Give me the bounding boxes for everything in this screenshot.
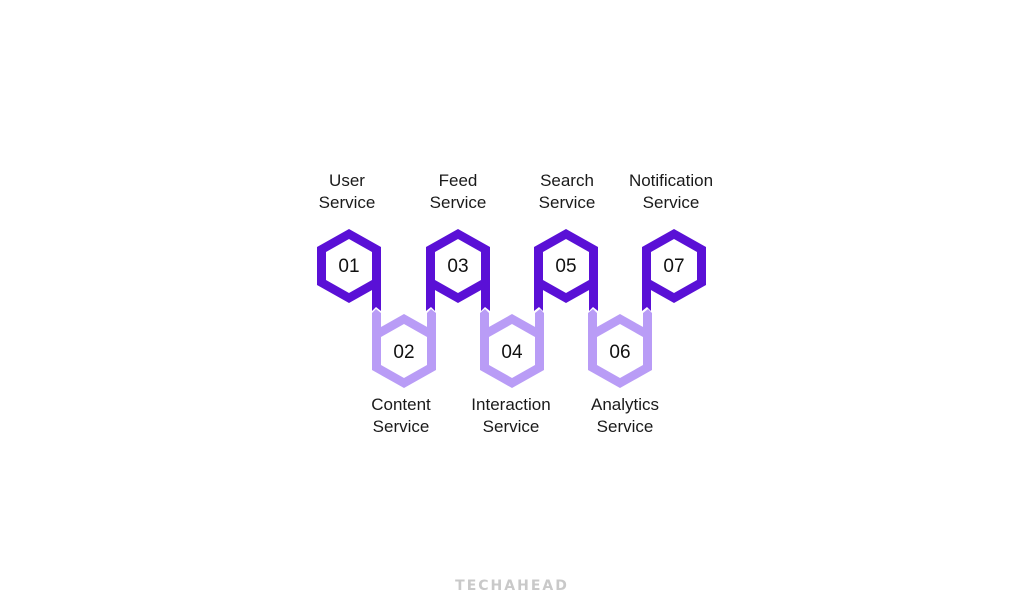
label-line1: User [329,171,365,190]
number-05: 05 [555,256,576,277]
stem-03-left [426,270,435,311]
stem-02-right [427,309,436,345]
label-search-service: Search Service [497,170,637,214]
label-line1: Content [371,395,431,414]
stem-05-right [589,270,598,311]
label-analytics-service: Analytics Service [555,394,695,438]
hex-ring-06 [588,314,652,388]
label-line2: Service [538,193,596,212]
stem-06-right [643,309,652,345]
label-feed-service: Feed Service [388,170,528,214]
stem-06-left [588,309,597,345]
hex-02 [372,309,436,388]
hex-ring-01 [317,229,381,303]
stem-01-right [372,270,381,311]
stem-07-left [642,270,651,311]
hex-ring-07 [642,229,706,303]
stem-05-left [534,270,543,311]
stem-04-left [480,309,489,345]
label-line2: Service [596,417,654,436]
label-line1: Interaction [471,395,551,414]
hex-04 [480,309,544,388]
hex-ring-03 [426,229,490,303]
label-notification-service: Notification Service [601,170,741,214]
hex-ring-05 [534,229,598,303]
label-user-service: User Service [277,170,417,214]
label-line2: Service [429,193,487,212]
hex-ring-04 [480,314,544,388]
stem-02-left [372,309,381,345]
hex-01 [317,229,381,311]
hex-06 [588,309,652,388]
label-line2: Service [642,193,700,212]
number-07: 07 [663,256,684,277]
label-line1: Search [540,171,594,190]
hex-07 [642,229,706,311]
label-content-service: Content Service [331,394,471,438]
brand-logo: TECHAHEAD [455,578,569,594]
hex-03 [426,229,490,311]
label-interaction-service: Interaction Service [441,394,581,438]
number-02: 02 [393,342,414,363]
number-04: 04 [501,342,523,363]
number-03: 03 [447,256,468,277]
number-01: 01 [338,256,359,277]
label-line1: Notification [628,171,714,190]
hex-05 [534,229,598,311]
stem-03-right [481,270,490,311]
label-line2: Service [372,417,430,436]
hex-ring-02 [372,314,436,388]
label-line1: Analytics [590,395,660,414]
stem-04-right [535,309,544,345]
label-line2: Service [318,193,376,212]
number-06: 06 [609,342,630,363]
label-line1: Feed [438,171,478,190]
label-line2: Service [482,417,540,436]
